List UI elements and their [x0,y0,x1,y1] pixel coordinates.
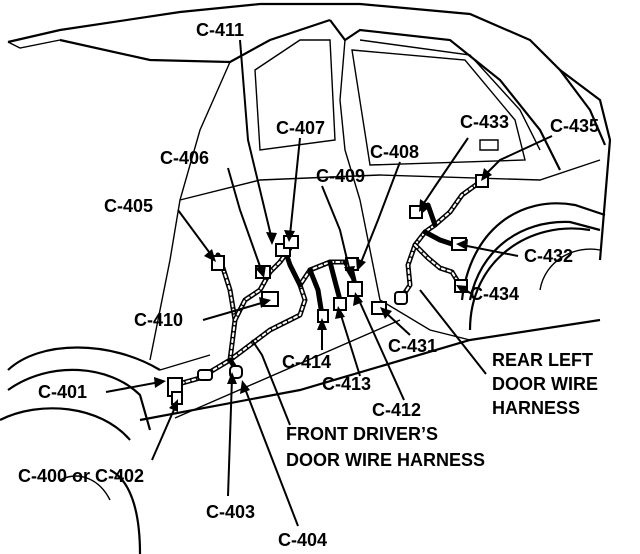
front-connectors [167,235,363,405]
label-c406: C-406 [160,148,210,168]
label-c412: C-412 [372,400,422,420]
label-c405: C-405 [104,196,154,216]
label-c410: C-410 [134,310,184,330]
label-rear-left-harness-1: REAR LEFT [492,350,593,370]
label-c408: C-408 [370,142,420,162]
label-c431: C-431 [388,336,438,356]
label-c413: C-413 [322,374,372,394]
car-body-outline [0,2,612,554]
label-c434: C-434 [470,284,520,304]
label-c435: C-435 [550,116,600,136]
label-c409: C-409 [316,166,366,186]
leader-lines [105,39,553,527]
label-c407: C-407 [276,118,326,138]
label-c411: C-411 [196,20,245,40]
label-c401: C-401 [38,382,88,402]
label-front-driver-harness-2: DOOR WIRE HARNESS [286,450,486,470]
label-c432: C-432 [524,246,574,266]
label-rear-left-harness-3: HARNESS [492,398,581,418]
label-front-driver-harness-1: FRONT DRIVER’S [286,424,439,444]
label-c414: C-414 [282,352,332,372]
label-rear-left-harness-2: DOOR WIRE [492,374,598,394]
label-c400-or-c402: C-400 or C-402 [18,466,145,486]
label-c404: C-404 [278,530,328,550]
label-c433: C-433 [460,112,510,132]
label-c403: C-403 [206,502,256,522]
